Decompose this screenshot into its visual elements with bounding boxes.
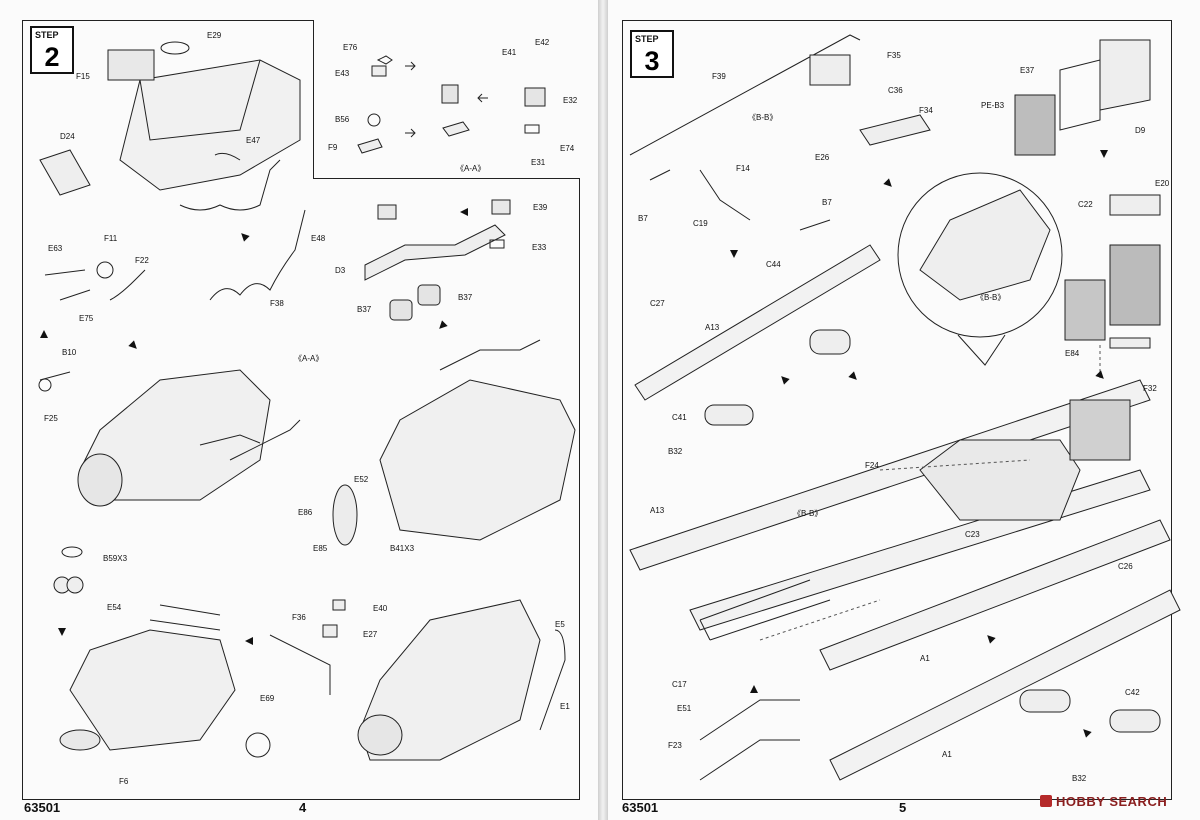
watermark-text: HOBBY SEARCH bbox=[1056, 793, 1168, 809]
part-label: B7 bbox=[822, 198, 832, 207]
part-label: F25 bbox=[44, 414, 58, 423]
page-number: 4 bbox=[299, 800, 307, 815]
step-word: STEP bbox=[35, 30, 59, 40]
part-label: B37 bbox=[458, 293, 473, 302]
section-label: 《B-B》 bbox=[748, 113, 778, 122]
step-number: 3 bbox=[644, 46, 660, 76]
part-label: E27 bbox=[363, 630, 378, 639]
part-label: E75 bbox=[79, 314, 94, 323]
part-label: F35 bbox=[887, 51, 901, 60]
part-label: E54 bbox=[107, 603, 122, 612]
part-label: B10 bbox=[62, 348, 77, 357]
part-label: E51 bbox=[677, 704, 692, 713]
step-number: 2 bbox=[44, 42, 60, 72]
watermark-logo-icon bbox=[1040, 795, 1052, 807]
part-label: B7 bbox=[638, 214, 648, 223]
part-label: A13 bbox=[705, 323, 720, 332]
part-label: E41 bbox=[502, 48, 517, 57]
part-label: E76 bbox=[343, 43, 358, 52]
part-label: A1 bbox=[942, 750, 952, 759]
part-label: A1 bbox=[920, 654, 930, 663]
part-label: F9 bbox=[328, 143, 338, 152]
part-label: E37 bbox=[1020, 66, 1035, 75]
part-label: F24 bbox=[865, 461, 879, 470]
part-label: B56 bbox=[335, 115, 350, 124]
part-label: D24 bbox=[60, 132, 75, 141]
part-label: E47 bbox=[246, 136, 261, 145]
part-label: B41X3 bbox=[390, 544, 415, 553]
part-label: E29 bbox=[207, 31, 222, 40]
section-label: 《B-B》 bbox=[976, 293, 1006, 302]
part-label: E69 bbox=[260, 694, 275, 703]
part-label: C17 bbox=[672, 680, 687, 689]
part-label: F32 bbox=[1143, 384, 1157, 393]
part-label: E26 bbox=[815, 153, 830, 162]
part-label: B59X3 bbox=[103, 554, 128, 563]
part-label: C23 bbox=[965, 530, 980, 539]
part-label: C26 bbox=[1118, 562, 1133, 571]
part-label: E33 bbox=[532, 243, 547, 252]
part-label: PE-B3 bbox=[981, 101, 1005, 110]
part-label: B32 bbox=[668, 447, 683, 456]
part-label: E32 bbox=[563, 96, 578, 105]
part-label: E74 bbox=[560, 144, 575, 153]
part-label: A13 bbox=[650, 506, 665, 515]
part-label: E1 bbox=[560, 702, 570, 711]
part-label: E85 bbox=[313, 544, 328, 553]
part-label: E40 bbox=[373, 604, 388, 613]
step-word: STEP bbox=[635, 34, 659, 44]
part-label: F14 bbox=[736, 164, 750, 173]
part-label: C42 bbox=[1125, 688, 1140, 697]
section-label: 《A-A》 bbox=[294, 354, 324, 363]
part-label: F6 bbox=[119, 777, 129, 786]
part-label: C36 bbox=[888, 86, 903, 95]
part-label: F39 bbox=[712, 72, 726, 81]
step-2-frame bbox=[22, 20, 580, 800]
part-label: C41 bbox=[672, 413, 687, 422]
part-label: E31 bbox=[531, 158, 546, 167]
part-label: E39 bbox=[533, 203, 548, 212]
part-label: E43 bbox=[335, 69, 350, 78]
part-label: F23 bbox=[668, 741, 682, 750]
part-label: B37 bbox=[357, 305, 372, 314]
step-3-frame bbox=[622, 20, 1172, 800]
part-label: B32 bbox=[1072, 774, 1087, 783]
part-label: E20 bbox=[1155, 179, 1170, 188]
part-label: C22 bbox=[1078, 200, 1093, 209]
step-2-badge: STEP 2 bbox=[30, 26, 74, 74]
section-label: 《B-B》 bbox=[793, 509, 823, 518]
part-label: F15 bbox=[76, 72, 90, 81]
part-label: F22 bbox=[135, 256, 149, 265]
part-label: D3 bbox=[335, 266, 346, 275]
part-label: D9 bbox=[1135, 126, 1146, 135]
catalog-number: 63501 bbox=[622, 800, 659, 815]
part-label: E48 bbox=[311, 234, 326, 243]
watermark: HOBBY SEARCH bbox=[1040, 792, 1167, 810]
section-label: 《A-A》 bbox=[456, 164, 486, 173]
part-label: F36 bbox=[292, 613, 306, 622]
part-label: F11 bbox=[104, 234, 118, 243]
part-label: E63 bbox=[48, 244, 63, 253]
part-label: E42 bbox=[535, 38, 550, 47]
part-label: E52 bbox=[354, 475, 369, 484]
part-label: E5 bbox=[555, 620, 565, 629]
step-3-badge: STEP 3 bbox=[630, 30, 674, 78]
page-number: 5 bbox=[899, 800, 907, 815]
catalog-number: 63501 bbox=[24, 800, 61, 815]
part-label: E84 bbox=[1065, 349, 1080, 358]
part-label: C44 bbox=[766, 260, 781, 269]
binding-gutter bbox=[598, 0, 608, 820]
part-label: E86 bbox=[298, 508, 313, 517]
part-label: C27 bbox=[650, 299, 665, 308]
part-label: F38 bbox=[270, 299, 284, 308]
part-label: C19 bbox=[693, 219, 708, 228]
part-label: F34 bbox=[919, 106, 933, 115]
